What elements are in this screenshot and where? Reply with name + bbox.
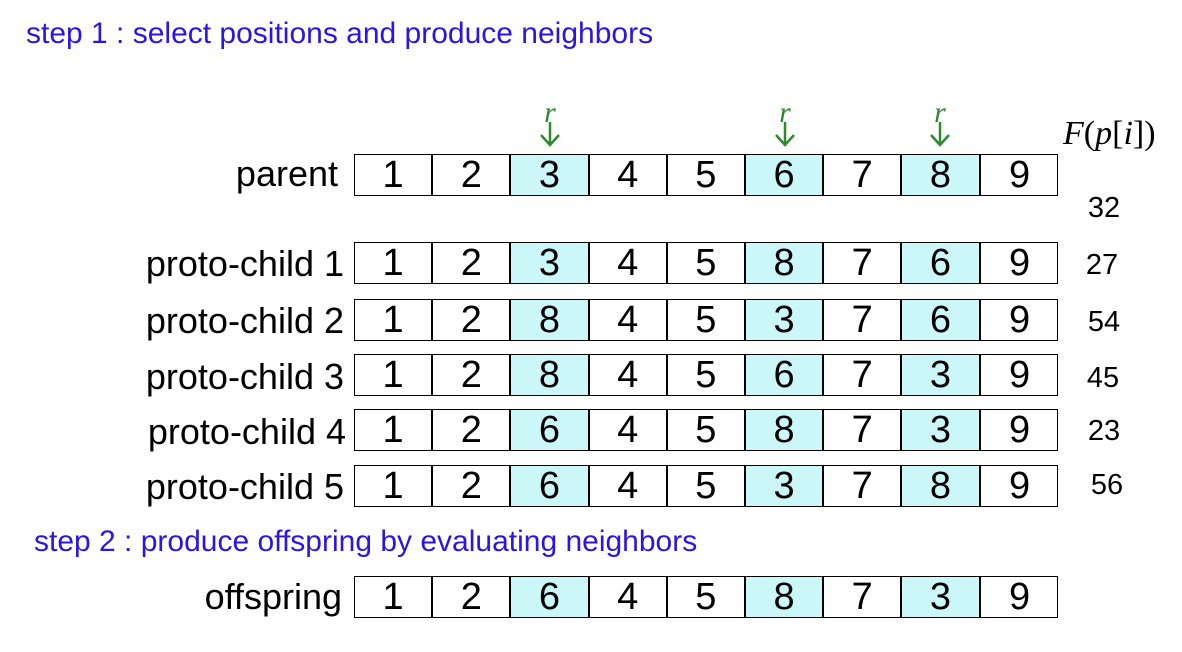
down-arrow-icon xyxy=(775,122,795,147)
row-label-proto-child-5: proto-child 5 xyxy=(145,466,344,507)
gene-cell: 7 xyxy=(824,410,903,450)
gene-cell: 1 xyxy=(355,466,434,506)
row-label-proto-child-1: proto-child 1 xyxy=(145,243,344,284)
proto-child-1-chromosome: 1 2 3 4 5 8 7 6 9 xyxy=(354,242,1058,284)
gene-cell: 1 xyxy=(355,300,434,340)
offspring-chromosome: 1 2 6 4 5 8 7 3 9 xyxy=(354,576,1058,618)
proto-child-3-chromosome: 1 2 8 4 5 6 7 3 9 xyxy=(354,354,1058,396)
row-label-parent: parent xyxy=(235,153,338,194)
gene-cell-selected: 8 xyxy=(902,155,981,195)
gene-cell-selected: 3 xyxy=(902,355,981,395)
gene-cell-selected: 3 xyxy=(902,577,981,617)
selection-marker-1: r xyxy=(535,96,565,147)
gene-cell: 5 xyxy=(668,410,746,450)
gene-cell-selected: 6 xyxy=(745,355,825,395)
fitness-value-proto-child-5: 56 xyxy=(1090,469,1124,501)
gene-cell: 7 xyxy=(824,466,903,506)
gene-cell: 9 xyxy=(1009,242,1031,284)
gene-cell: 4 xyxy=(590,410,668,450)
marker-r-label: r xyxy=(934,96,946,129)
gene-cell: 5 xyxy=(668,155,746,195)
gene-cell: 9 xyxy=(1009,409,1031,451)
gene-cell: 2 xyxy=(433,410,512,450)
gene-cell-selected: 6 xyxy=(511,466,590,506)
gene-cell: 1 xyxy=(355,410,434,450)
step-1-heading: step 1 : select positions and produce ne… xyxy=(26,17,654,50)
fitness-value-proto-child-3: 45 xyxy=(1086,362,1120,394)
gene-cell: 4 xyxy=(590,243,668,283)
selection-marker-2: r xyxy=(770,96,800,147)
gene-cell: 5 xyxy=(668,300,746,340)
gene-cell: 9 xyxy=(1009,299,1031,341)
down-arrow-icon xyxy=(540,122,560,147)
row-label-offspring: offspring xyxy=(204,576,342,617)
gene-cell: 7 xyxy=(824,155,903,195)
gene-cell: 7 xyxy=(824,355,903,395)
gene-cell: 5 xyxy=(668,355,746,395)
gene-cell: 5 xyxy=(668,577,746,617)
gene-cell: 1 xyxy=(355,355,434,395)
selection-marker-3: r xyxy=(925,96,955,147)
gene-cell-selected: 6 xyxy=(511,577,590,617)
gene-cell-selected: 8 xyxy=(902,466,981,506)
fitness-column-header: F(p[i]) xyxy=(1063,115,1156,152)
gene-cell: 1 xyxy=(355,155,434,195)
gene-cell: 2 xyxy=(433,466,512,506)
gene-cell: 2 xyxy=(433,243,512,283)
gene-cell: 4 xyxy=(590,466,668,506)
gene-cell: 2 xyxy=(433,155,512,195)
gene-cell: 4 xyxy=(590,300,668,340)
gene-cell-selected: 8 xyxy=(745,577,825,617)
gene-cell-selected: 6 xyxy=(902,300,981,340)
marker-r-label: r xyxy=(779,96,791,129)
fitness-value-proto-child-2: 54 xyxy=(1087,306,1121,338)
proto-child-4-chromosome: 1 2 6 4 5 8 7 3 9 xyxy=(354,409,1058,451)
row-label-proto-child-2: proto-child 2 xyxy=(145,300,344,341)
gene-cell: 9 xyxy=(1009,576,1031,618)
gene-cell: 4 xyxy=(590,577,668,617)
gene-cell: 9 xyxy=(1009,154,1031,196)
proto-child-5-chromosome: 1 2 6 4 5 3 7 8 9 xyxy=(354,465,1058,507)
gene-cell: 7 xyxy=(824,300,903,340)
fitness-value-proto-child-4: 23 xyxy=(1087,415,1121,447)
gene-cell: 4 xyxy=(590,155,668,195)
gene-cell: 5 xyxy=(668,466,746,506)
gene-cell: 9 xyxy=(1009,354,1031,396)
gene-cell-selected: 3 xyxy=(511,155,590,195)
gene-cell: 1 xyxy=(355,577,434,617)
gene-cell-selected: 3 xyxy=(511,243,590,283)
gene-cell: 5 xyxy=(668,243,746,283)
marker-r-label: r xyxy=(544,96,556,129)
down-arrow-icon xyxy=(930,122,950,147)
gene-cell: 7 xyxy=(824,577,903,617)
gene-cell-selected: 3 xyxy=(745,466,825,506)
gene-cell: 7 xyxy=(824,243,903,283)
gene-cell-selected: 6 xyxy=(902,243,981,283)
gene-cell-selected: 8 xyxy=(745,410,825,450)
step-2-heading: step 2 : produce offspring by evaluating… xyxy=(34,525,698,558)
fitness-value-parent: 32 xyxy=(1087,192,1121,224)
gene-cell-selected: 8 xyxy=(745,243,825,283)
gene-cell: 1 xyxy=(355,243,434,283)
gene-cell-selected: 8 xyxy=(511,300,590,340)
gene-cell: 2 xyxy=(433,355,512,395)
gene-cell-selected: 3 xyxy=(902,410,981,450)
gene-cell: 4 xyxy=(590,355,668,395)
parent-chromosome: 1 2 3 4 5 6 7 8 9 xyxy=(354,154,1058,196)
gene-cell-selected: 8 xyxy=(511,355,590,395)
proto-child-2-chromosome: 1 2 8 4 5 3 7 6 9 xyxy=(354,299,1058,341)
gene-cell: 2 xyxy=(433,577,512,617)
gene-cell-selected: 6 xyxy=(745,155,825,195)
fitness-value-proto-child-1: 27 xyxy=(1085,249,1119,281)
row-label-proto-child-3: proto-child 3 xyxy=(145,356,344,397)
gene-cell-selected: 3 xyxy=(745,300,825,340)
gene-cell-selected: 6 xyxy=(511,410,590,450)
gene-cell: 9 xyxy=(1009,465,1031,507)
row-label-proto-child-4: proto-child 4 xyxy=(147,411,346,452)
gene-cell: 2 xyxy=(433,300,512,340)
